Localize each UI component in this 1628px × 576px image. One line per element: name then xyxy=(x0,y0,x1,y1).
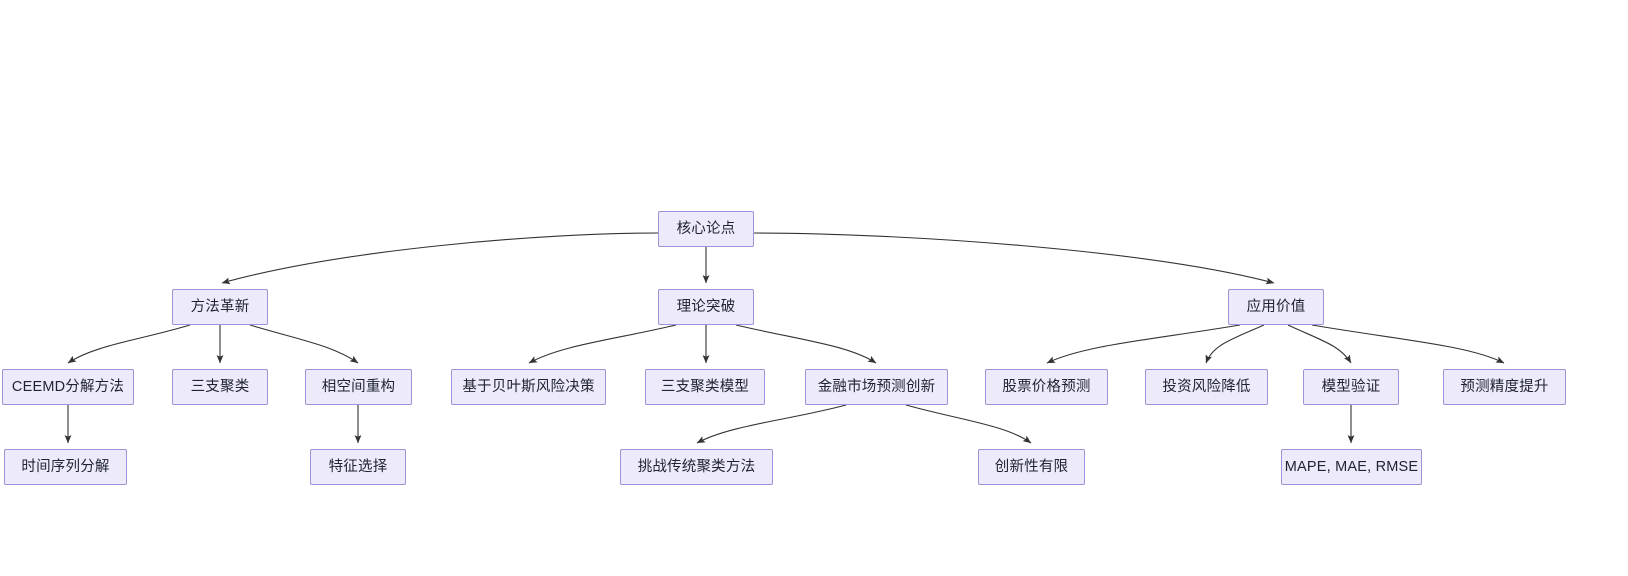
node-label: 三支聚类模型 xyxy=(660,378,750,395)
node-l2b1[interactable]: 基于贝叶斯风险决策 xyxy=(451,369,606,405)
node-label: 金融市场预测创新 xyxy=(817,378,936,395)
node-l3b3a[interactable]: 挑战传统聚类方法 xyxy=(620,449,773,485)
node-l2c1[interactable]: 股票价格预测 xyxy=(985,369,1108,405)
node-label: 方法革新 xyxy=(190,298,250,315)
node-l3b3b[interactable]: 创新性有限 xyxy=(978,449,1085,485)
node-label: 创新性有限 xyxy=(994,458,1069,475)
node-l2a3[interactable]: 相空间重构 xyxy=(305,369,412,405)
edge-root-to-l1a xyxy=(221,232,659,285)
edge-l1c-to-l2c2 xyxy=(1205,324,1265,364)
node-l3a3[interactable]: 特征选择 xyxy=(310,449,406,485)
node-label: 模型验证 xyxy=(1321,378,1381,395)
node-l2c4[interactable]: 预测精度提升 xyxy=(1443,369,1566,405)
node-l2a2[interactable]: 三支聚类 xyxy=(172,369,268,405)
edge-l1c-to-l2c1 xyxy=(1046,324,1241,364)
node-label: 股票价格预测 xyxy=(1002,378,1091,395)
node-l1a[interactable]: 方法革新 xyxy=(172,289,268,325)
node-l1c[interactable]: 应用价值 xyxy=(1228,289,1324,325)
node-label: CEEMD分解方法 xyxy=(11,378,125,395)
edge-root-to-l1c xyxy=(753,232,1275,285)
node-label: 基于贝叶斯风险决策 xyxy=(462,378,595,395)
node-l2a1[interactable]: CEEMD分解方法 xyxy=(2,369,134,405)
node-l3a1[interactable]: 时间序列分解 xyxy=(4,449,127,485)
node-l2b3[interactable]: 金融市场预测创新 xyxy=(805,369,948,405)
edge-l2b3-to-l3b3b xyxy=(905,404,1032,444)
edge-l1b-to-l2b3 xyxy=(735,324,877,364)
node-label: 核心论点 xyxy=(676,220,736,237)
node-label: 相空间重构 xyxy=(321,378,396,395)
edge-l1b-to-l2b1 xyxy=(528,324,677,364)
node-label: 三支聚类 xyxy=(190,378,250,395)
node-label: 挑战传统聚类方法 xyxy=(637,458,756,475)
edge-l1c-to-l2c4 xyxy=(1311,324,1505,364)
node-label: 应用价值 xyxy=(1246,298,1306,315)
node-label: 预测精度提升 xyxy=(1460,378,1549,395)
edge-l1a-to-l2a3 xyxy=(249,324,359,364)
node-l3c3[interactable]: MAPE, MAE, RMSE xyxy=(1281,449,1422,485)
node-label: 投资风险降低 xyxy=(1162,378,1251,395)
edge-l2b3-to-l3b3a xyxy=(696,404,847,444)
node-l2c3[interactable]: 模型验证 xyxy=(1303,369,1399,405)
edge-l1c-to-l2c3 xyxy=(1287,324,1352,364)
node-label: MAPE, MAE, RMSE xyxy=(1284,458,1419,475)
edge-l1a-to-l2a1 xyxy=(67,324,191,364)
node-label: 理论突破 xyxy=(676,298,736,315)
node-root[interactable]: 核心论点 xyxy=(658,211,754,247)
node-label: 特征选择 xyxy=(328,458,388,475)
node-l2b2[interactable]: 三支聚类模型 xyxy=(645,369,765,405)
node-label: 时间序列分解 xyxy=(21,458,110,475)
node-l1b[interactable]: 理论突破 xyxy=(658,289,754,325)
node-l2c2[interactable]: 投资风险降低 xyxy=(1145,369,1268,405)
